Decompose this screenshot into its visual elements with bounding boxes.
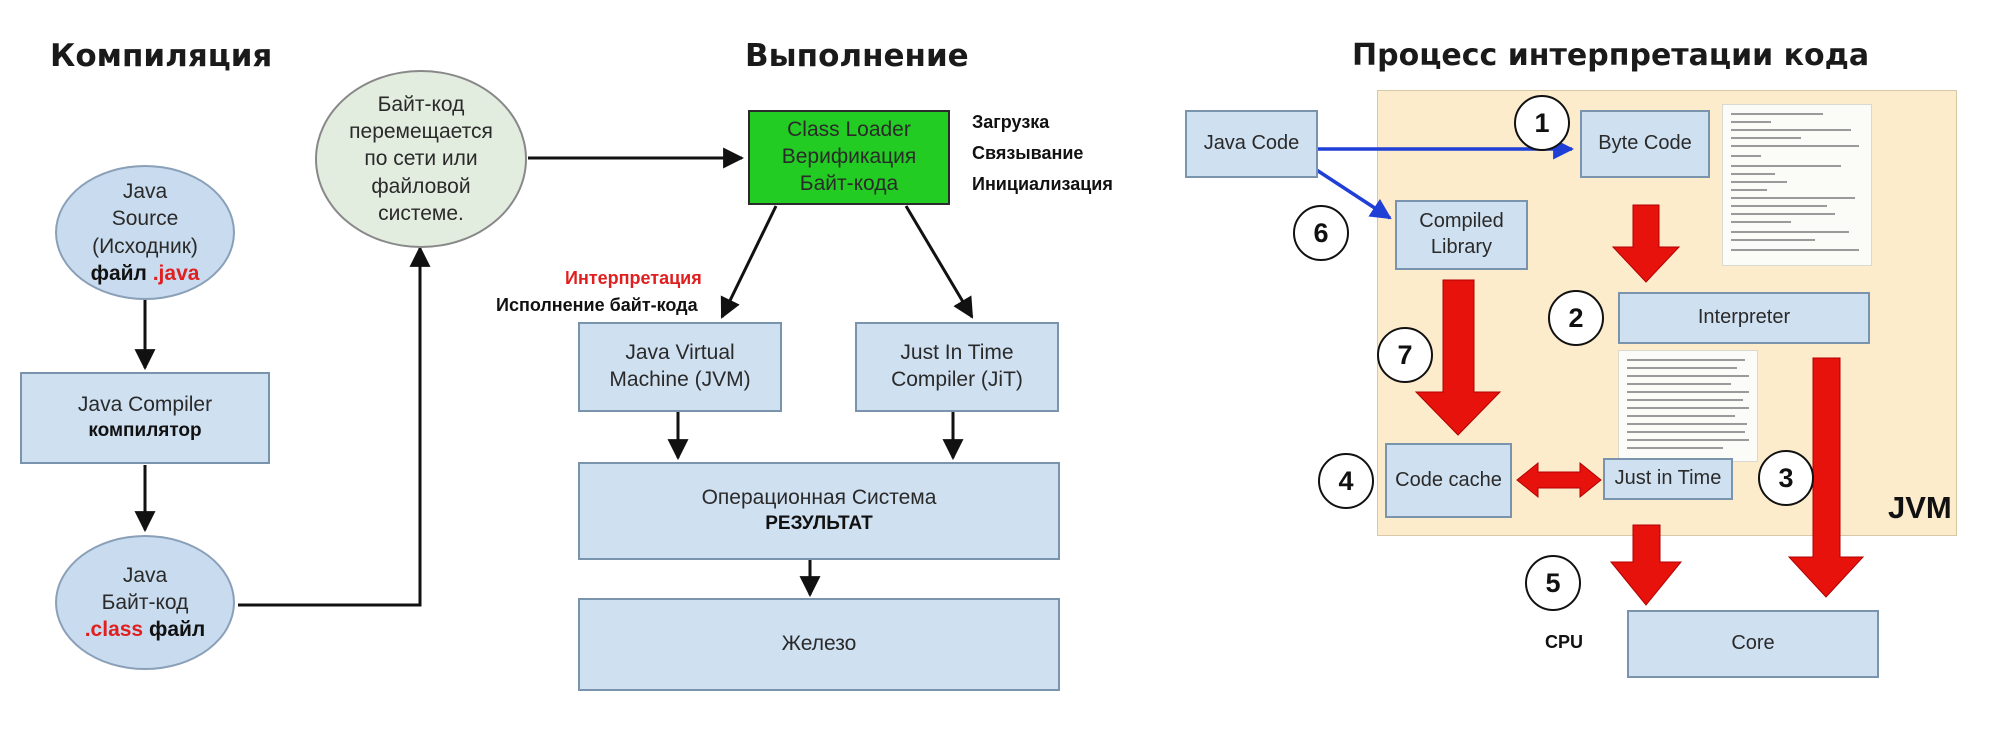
jvm-line1: Java Virtual xyxy=(625,341,735,365)
core-label: Core xyxy=(1731,632,1775,655)
java-source-line1: Java xyxy=(122,179,168,203)
os-label: Операционная Система xyxy=(701,486,937,510)
java-source-line2: Source xyxy=(111,207,179,231)
bytecode-ext: .class xyxy=(84,618,144,642)
step-marker-3: 3 xyxy=(1758,450,1814,506)
step-marker-4: 4 xyxy=(1318,453,1374,509)
compiled-library-box: Compiled Library xyxy=(1395,200,1528,270)
java-source-line3: (Исходник) xyxy=(92,234,198,258)
red-double-arrow-cache-jit xyxy=(1516,461,1602,499)
compiled-library-line2: Library xyxy=(1430,236,1493,258)
step-marker-2: 2 xyxy=(1548,290,1604,346)
blue-arrow-javacode-to-library xyxy=(1311,165,1392,220)
byte-code-label: Byte Code xyxy=(1598,132,1692,155)
bytecode-listing-thumbnail xyxy=(1722,104,1872,266)
network-line2: перемещается xyxy=(349,120,493,144)
loader-step-loading: Загрузка xyxy=(972,112,1050,132)
jit-line1: Just In Time xyxy=(900,341,1014,365)
core-box: Core xyxy=(1627,610,1879,678)
red-arrow-bytecode-to-interpreter xyxy=(1611,204,1681,283)
interpreter-box: Interpreter xyxy=(1618,292,1870,344)
just-in-time-box: Just in Time xyxy=(1603,458,1733,500)
loader-step-linking: Связывание xyxy=(972,143,1084,163)
just-in-time-label: Just in Time xyxy=(1614,467,1722,490)
bytecode-line2: Байт-код xyxy=(101,590,189,614)
java-source-ext: .java xyxy=(152,261,200,285)
java-compiler-label: Java Compiler xyxy=(77,393,213,417)
jit-line2: Compiler (JiT) xyxy=(891,368,1023,391)
java-bytecode-node: Java Байт-код .class файл xyxy=(55,535,235,670)
hardware-label: Железо xyxy=(781,632,857,656)
interpretation-label: Интерпретация xyxy=(565,268,702,288)
step-marker-5: 5 xyxy=(1525,555,1581,611)
step-marker-7: 7 xyxy=(1377,327,1433,383)
network-line4: файловой xyxy=(371,174,471,198)
network-transfer-node: Байт-код перемещается по сети или файлов… xyxy=(315,70,527,248)
network-line1: Байт-код xyxy=(377,92,465,116)
class-loader-line3: Байт-кода xyxy=(799,171,899,195)
red-arrow-interpreter-to-core xyxy=(1787,357,1865,598)
os-result-label: РЕЗУЛЬТАТ xyxy=(765,513,873,535)
java-source-file-word: файл xyxy=(90,261,147,285)
jvm-region-label: JVM xyxy=(1888,490,1952,525)
jit-box: Just In Time Compiler (JiT) xyxy=(855,322,1059,412)
network-line3: по сети или xyxy=(364,147,478,171)
heading-execution: Выполнение xyxy=(745,38,969,74)
java-compiler-sublabel: компилятор xyxy=(88,420,202,442)
code-cache-box: Code cache xyxy=(1385,443,1512,518)
arrow-loader-to-jvm xyxy=(720,205,778,319)
hardware-box: Железо xyxy=(578,598,1060,691)
loader-step-init: Инициализация xyxy=(972,174,1113,194)
cpu-label: CPU xyxy=(1545,632,1584,652)
network-line5: системе. xyxy=(378,201,464,225)
arrow-loader-to-jit xyxy=(904,205,974,319)
jvm-line2: Machine (JVM) xyxy=(609,368,751,391)
java-compiler-box: Java Compiler компилятор xyxy=(20,372,270,464)
bytecode-execution-label: Исполнение байт-кода xyxy=(496,295,698,315)
java-source-node: Java Source (Исходник) файл .java xyxy=(55,165,235,300)
interpreter-label: Interpreter xyxy=(1697,306,1791,329)
red-arrow-library-to-cache xyxy=(1414,279,1502,436)
class-loader-line2: Верификация xyxy=(781,145,917,169)
java-code-label: Java Code xyxy=(1203,132,1300,155)
step-marker-6: 6 xyxy=(1293,205,1349,261)
class-loader-box: Class Loader Верификация Байт-кода xyxy=(748,110,950,205)
bytecode-file-word: файл xyxy=(148,618,206,642)
machine-code-thumbnail xyxy=(1618,350,1758,462)
java-code-box: Java Code xyxy=(1185,110,1318,178)
heading-interpretation-process: Процесс интерпретации кода xyxy=(1352,38,1870,73)
class-loader-line1: Class Loader xyxy=(787,118,911,142)
red-arrow-jvm-to-core xyxy=(1609,524,1683,606)
code-cache-label: Code cache xyxy=(1395,468,1502,491)
jvm-box: Java Virtual Machine (JVM) xyxy=(578,322,782,412)
bytecode-line1: Java xyxy=(122,563,168,587)
compiled-library-line1: Compiled xyxy=(1419,210,1504,233)
step-marker-1: 1 xyxy=(1514,95,1570,151)
arrow-bytecode-to-network xyxy=(238,245,431,607)
heading-compilation: Компиляция xyxy=(50,38,273,74)
byte-code-box: Byte Code xyxy=(1580,110,1710,178)
operating-system-box: Операционная Система РЕЗУЛЬТАТ xyxy=(578,462,1060,560)
